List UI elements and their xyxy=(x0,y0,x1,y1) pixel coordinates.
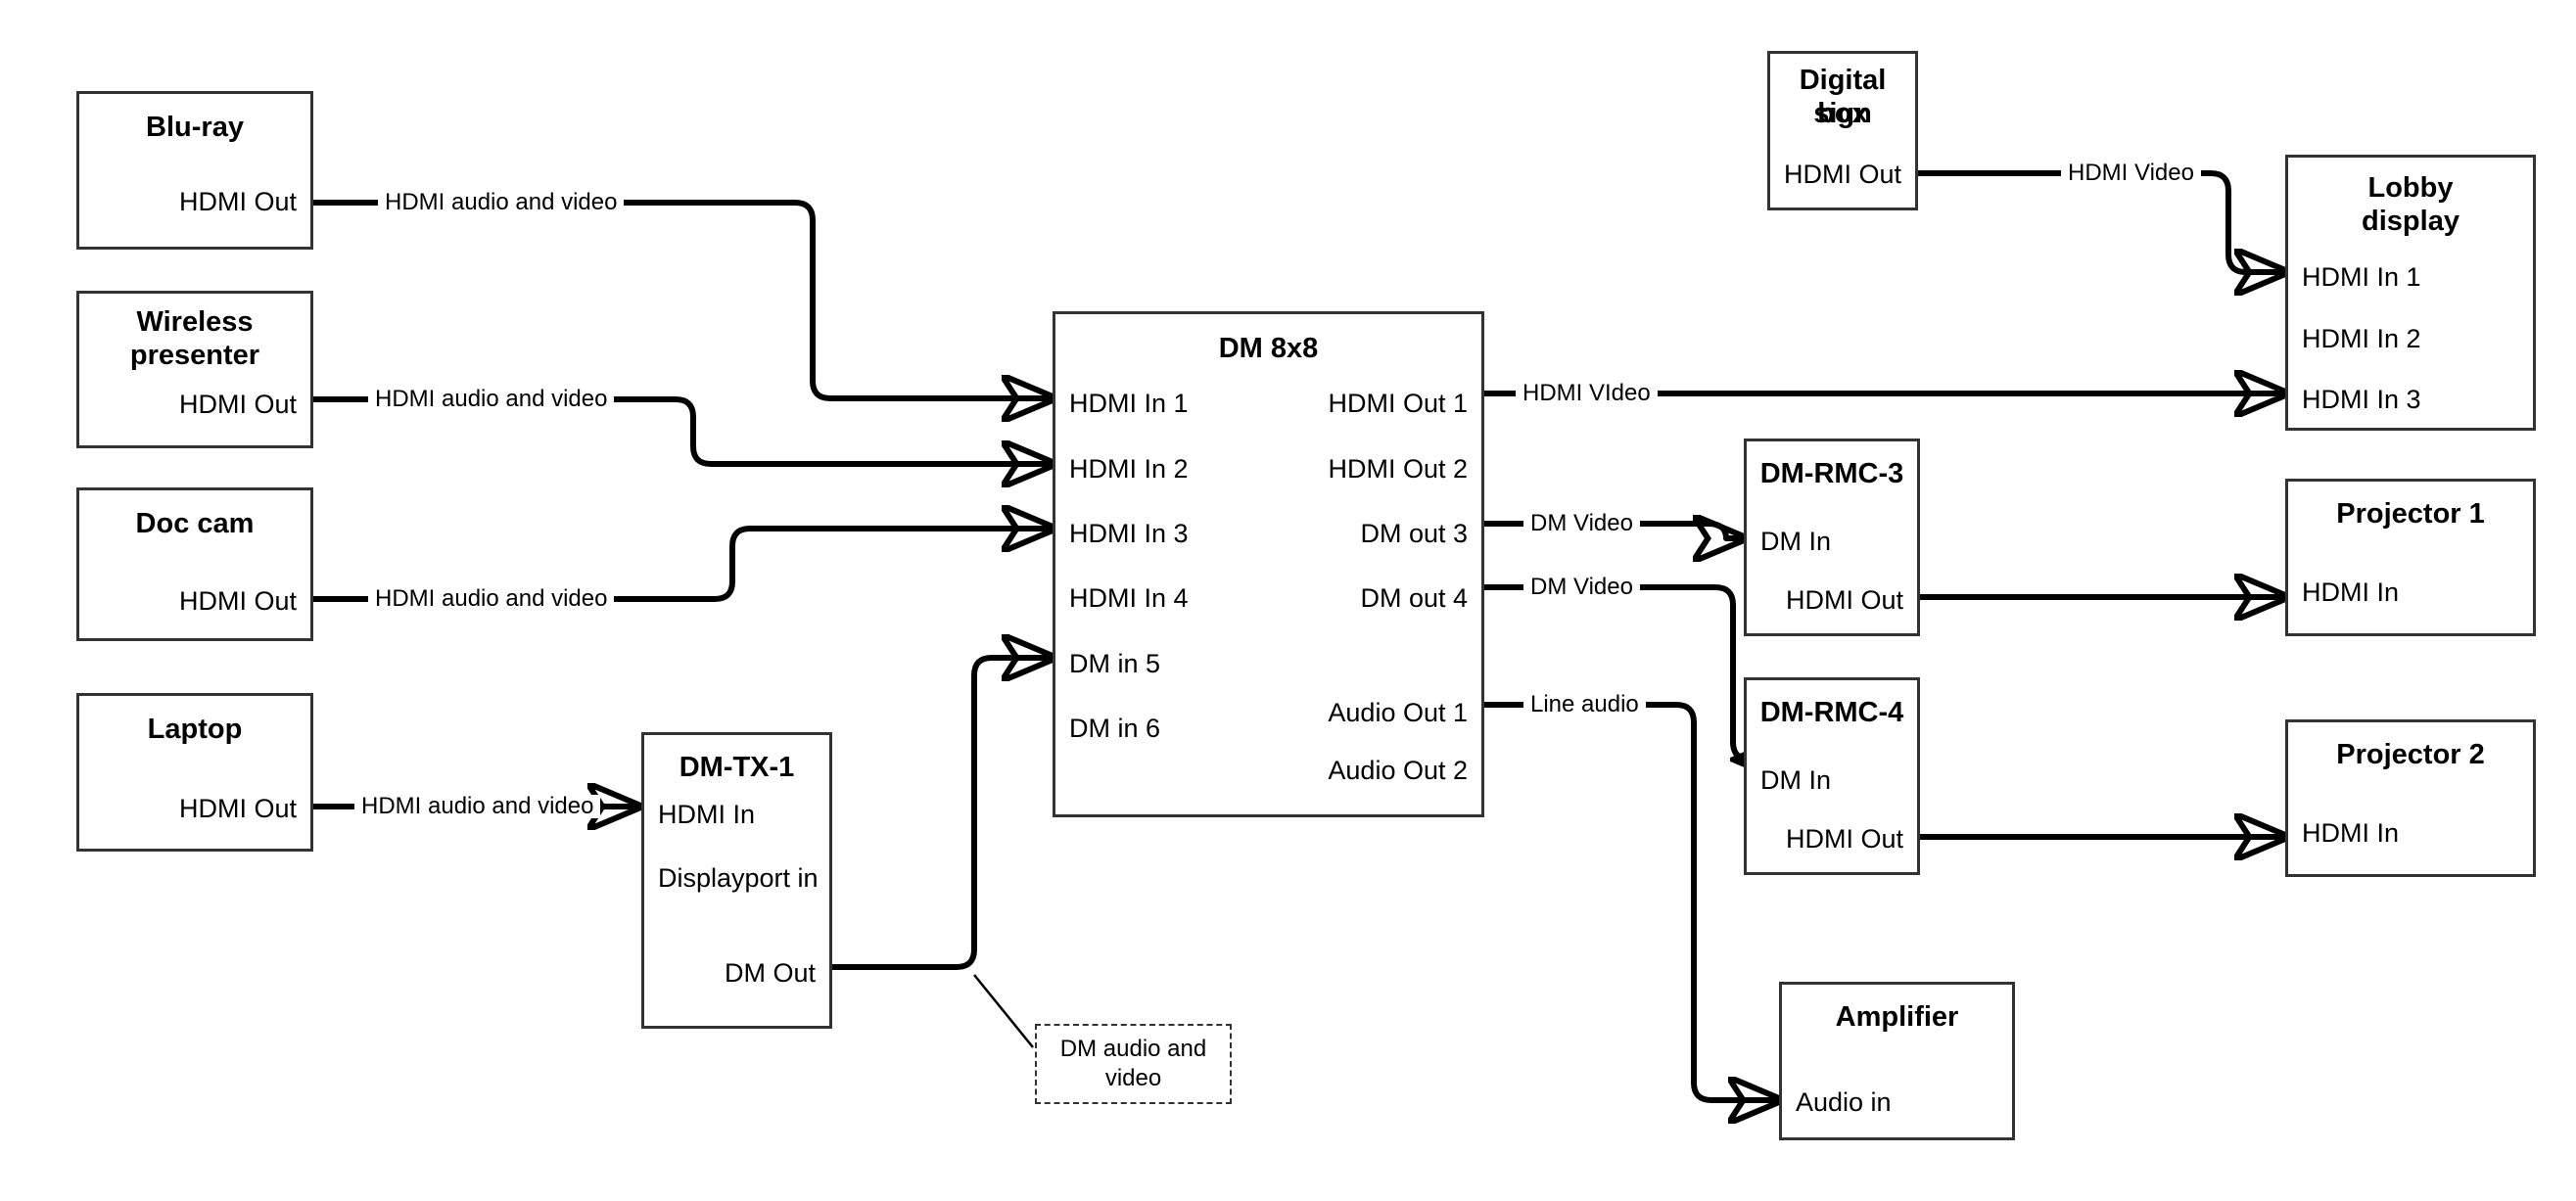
projector-2-port-hdmi-in: HDMI In xyxy=(2302,818,2400,848)
callout-dm-audio-and-video: DM audio and video xyxy=(1035,1024,1232,1104)
device-laptop[interactable]: Laptop HDMI Out xyxy=(76,693,313,852)
laptop-port-hdmi-out: HDMI Out xyxy=(178,794,297,823)
dm-8x8-output-dm-out-3: DM out 3 xyxy=(1360,519,1468,548)
device-projector-1[interactable]: Projector 1 HDMI In xyxy=(2285,479,2536,636)
digital-sign-box-title-line2: box xyxy=(1817,98,1868,129)
dm-8x8-output-hdmi-out-2: HDMI Out 2 xyxy=(1328,454,1468,484)
label-dm-hdmiout1-to-lobby: HDMI VIdeo xyxy=(1516,382,1658,405)
lobby-display-port-hdmi-in-3: HDMI In 3 xyxy=(2302,385,2421,414)
callout-leader-line xyxy=(973,974,1034,1048)
dm-8x8-input-hdmi-in-3: HDMI In 3 xyxy=(1069,519,1189,548)
dm-rmc-3-title: DM-RMC-3 xyxy=(1759,458,1904,489)
digital-sign-box-port-hdmi-out: HDMI Out xyxy=(1783,160,1901,189)
label-doccam-to-dm: HDMI audio and video xyxy=(368,587,615,611)
wire-bluray-to-dm-hdmi-in-1 xyxy=(313,200,1050,398)
amplifier-title: Amplifier xyxy=(1835,1001,1959,1033)
device-doc-cam[interactable]: Doc cam HDMI Out xyxy=(76,487,313,641)
device-wireless-presenter[interactable]: Wireless presenter HDMI Out xyxy=(76,291,313,448)
device-bluray[interactable]: Blu-ray HDMI Out xyxy=(76,91,313,250)
wireless-presenter-title-line2: presenter xyxy=(129,340,260,371)
dm-8x8-input-dm-in-5: DM in 5 xyxy=(1069,649,1161,678)
label-dm-out4-to-dmrmc4: DM Video xyxy=(1523,576,1640,599)
lobby-display-title-line1: Lobby xyxy=(2367,172,2454,204)
dm-tx-1-port-displayport-in: Displayport in xyxy=(658,863,819,893)
bluray-title: Blu-ray xyxy=(146,112,244,143)
dm-tx-1-port-hdmi-in: HDMI In xyxy=(658,800,756,829)
device-dm-tx-1[interactable]: DM-TX-1 HDMI In Displayport in DM Out xyxy=(641,732,832,1029)
wire-dm-audioout1-to-amplifier xyxy=(1484,702,1776,1100)
dm-8x8-output-hdmi-out-1: HDMI Out 1 xyxy=(1328,389,1468,418)
dm-8x8-input-dm-in-6: DM in 6 xyxy=(1069,714,1161,743)
device-dm-8x8[interactable]: DM 8x8 HDMI In 1 HDMI In 2 HDMI In 3 HDM… xyxy=(1053,311,1484,817)
wire-dmtx1-to-dm-in-5 xyxy=(832,658,1050,970)
projector-1-port-hdmi-in: HDMI In xyxy=(2302,577,2400,607)
device-projector-2[interactable]: Projector 2 HDMI In xyxy=(2285,719,2536,877)
dm-rmc-3-port-hdmi-out: HDMI Out xyxy=(1785,585,1903,615)
label-sign-to-lobby: HDMI Video xyxy=(2061,162,2201,185)
doc-cam-port-hdmi-out: HDMI Out xyxy=(178,586,297,616)
wireless-presenter-title-line1: Wireless xyxy=(136,306,254,338)
dm-8x8-input-hdmi-in-2: HDMI In 2 xyxy=(1069,454,1189,484)
projector-1-title: Projector 1 xyxy=(2336,498,2485,530)
dm-tx-1-port-dm-out: DM Out xyxy=(724,958,816,988)
dm-rmc-4-port-hdmi-out: HDMI Out xyxy=(1785,824,1903,854)
projector-2-title: Projector 2 xyxy=(2336,739,2485,770)
dm-8x8-input-hdmi-in-4: HDMI In 4 xyxy=(1069,583,1189,613)
device-dm-rmc-4[interactable]: DM-RMC-4 DM In HDMI Out xyxy=(1744,677,1920,875)
lobby-display-port-hdmi-in-1: HDMI In 1 xyxy=(2302,262,2421,292)
dm-tx-1-title: DM-TX-1 xyxy=(679,752,795,783)
amplifier-port-audio-in: Audio in xyxy=(1796,1087,1892,1117)
lobby-display-title-line2: display xyxy=(2362,206,2459,237)
wire-sign-to-lobby-hdmi-in-1 xyxy=(1918,170,2282,272)
wireless-presenter-port-hdmi-out: HDMI Out xyxy=(178,390,297,419)
dm-8x8-output-dm-out-4: DM out 4 xyxy=(1360,583,1468,613)
dm-8x8-output-audio-out-1: Audio Out 1 xyxy=(1328,698,1468,727)
label-wireless-to-dm: HDMI audio and video xyxy=(368,388,615,411)
laptop-title: Laptop xyxy=(147,714,243,745)
label-bluray-to-dm: HDMI audio and video xyxy=(378,191,625,214)
bluray-port-hdmi-out: HDMI Out xyxy=(178,187,297,216)
dm-8x8-output-audio-out-2: Audio Out 2 xyxy=(1328,756,1468,785)
device-lobby-display[interactable]: Lobby display HDMI In 1 HDMI In 2 HDMI I… xyxy=(2285,155,2536,431)
device-digital-sign-box[interactable]: Digital sign box HDMI Out xyxy=(1767,51,1918,210)
device-dm-rmc-3[interactable]: DM-RMC-3 DM In HDMI Out xyxy=(1744,439,1920,636)
label-laptop-to-dmtx1: HDMI audio and video xyxy=(354,795,601,818)
lobby-display-port-hdmi-in-2: HDMI In 2 xyxy=(2302,324,2421,353)
digital-sign-box-title-line1: Digital sign xyxy=(1799,65,1887,130)
dm-rmc-4-title: DM-RMC-4 xyxy=(1759,697,1904,728)
dm-8x8-title: DM 8x8 xyxy=(1218,333,1319,364)
device-amplifier[interactable]: Amplifier Audio in xyxy=(1779,982,2015,1140)
label-dm-audioout1-to-amplifier: Line audio xyxy=(1523,693,1646,716)
dm-rmc-4-port-dm-in: DM In xyxy=(1760,765,1832,795)
doc-cam-title: Doc cam xyxy=(135,508,255,539)
callout-text: DM audio and video xyxy=(1059,1036,1207,1091)
dm-8x8-input-hdmi-in-1: HDMI In 1 xyxy=(1069,389,1189,418)
wire-dm-out4-to-dmrmc4-dm-in xyxy=(1484,584,1751,760)
label-dm-out3-to-dmrmc3: DM Video xyxy=(1523,512,1640,535)
dm-rmc-3-port-dm-in: DM In xyxy=(1760,527,1832,556)
